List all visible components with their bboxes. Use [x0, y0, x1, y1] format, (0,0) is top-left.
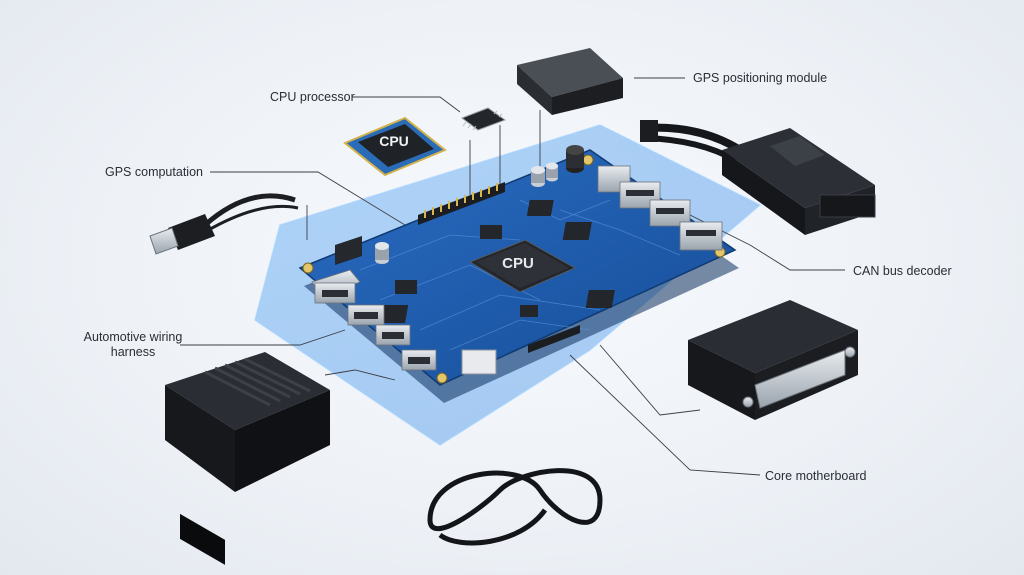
motherboard: CPU [298, 145, 739, 403]
wiring-harness-connector [165, 352, 330, 565]
db25-connector [688, 300, 858, 420]
label-gps-positioning-module: GPS positioning module [693, 71, 828, 85]
main-cpu-label: CPU [502, 255, 534, 272]
separate-cpu-chip: CPU [343, 116, 447, 177]
can-bus-decoder-device [640, 120, 876, 235]
leader-connector-right [599, 344, 701, 416]
label-core-motherboard: Core motherboard [765, 469, 867, 483]
small-cpu-processor-chip [460, 107, 507, 131]
capacitors [375, 145, 584, 264]
separate-cpu-label: CPU [379, 133, 409, 149]
leader-card-bottom [324, 369, 396, 381]
gps-module-box [517, 48, 623, 115]
label-gps-computation: GPS computation [105, 165, 203, 179]
label-can-bus-decoder: CAN bus decoder [853, 264, 952, 278]
leader-gps-computation [210, 171, 406, 226]
label-automotive-wiring-harness: Automotive wiring harness [83, 330, 183, 359]
pin-header [418, 182, 505, 225]
usb-cable [149, 193, 299, 255]
coiled-cable [427, 468, 603, 546]
glow-panel-edge [254, 124, 762, 446]
leader-core-motherboard [569, 354, 761, 476]
label-cpu-processor: CPU processor [270, 90, 355, 104]
leader-harness [180, 329, 346, 346]
main-cpu-chip: CPU [468, 239, 577, 293]
leader-cpu-processor [352, 96, 461, 113]
